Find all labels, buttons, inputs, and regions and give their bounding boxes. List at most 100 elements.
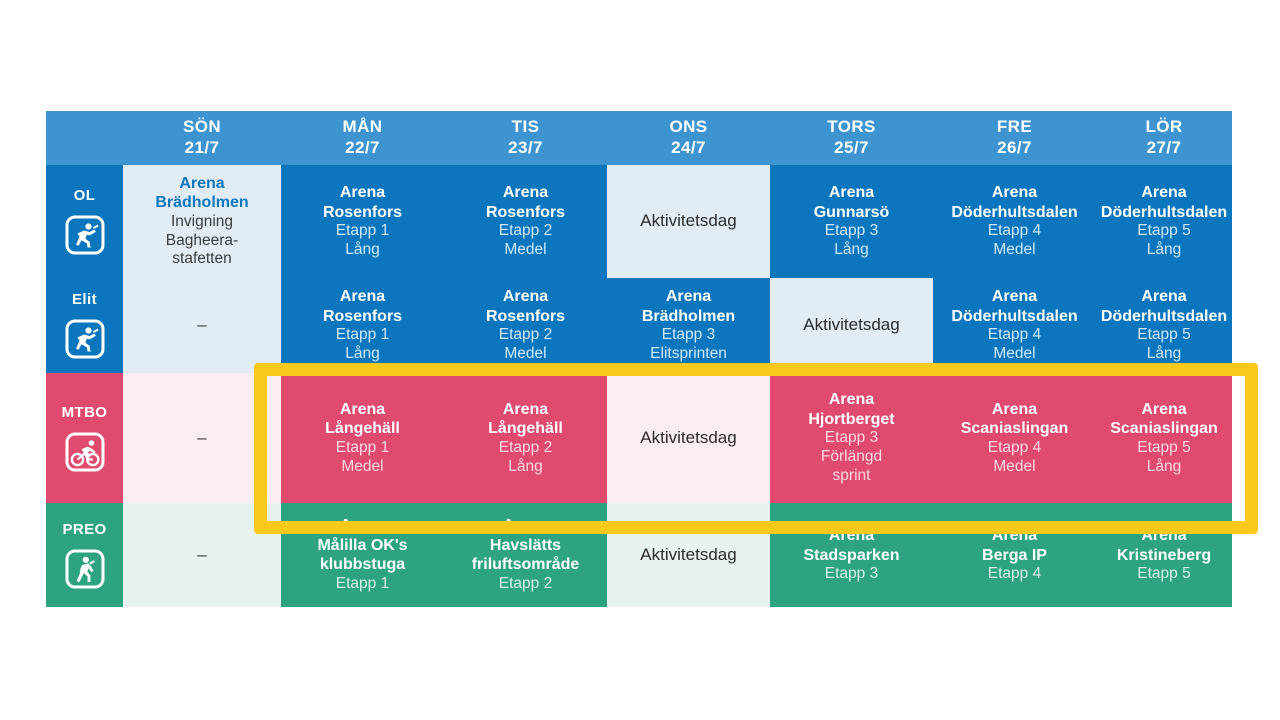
venue-line: Scaniaslingan [960, 420, 1069, 438]
header-date: 25/7 [834, 138, 869, 157]
sport-label-ol: OL [46, 165, 123, 278]
sport-label-mtbo: MTBO [46, 373, 123, 503]
stage-line: Etapp 5 [1137, 222, 1191, 240]
venue-line: Arena [991, 527, 1038, 545]
stage-line: Etapp 3 [661, 326, 716, 344]
discipline-line: Förlängd [820, 448, 883, 466]
venue-line: Arena [828, 391, 875, 409]
no-event-dash: – [197, 315, 207, 335]
discipline-line: sprint [832, 466, 871, 484]
schedule-cell[interactable]: Aktivitetsdag [607, 165, 770, 278]
venue-line: Arena [339, 184, 386, 202]
stage-line: Etapp 1 [335, 438, 390, 456]
discipline-line: Lång [1146, 457, 1182, 475]
header-day: TIS [511, 117, 540, 137]
venue-line: Arena [1141, 400, 1187, 418]
venue-line: Kristineberg [1116, 546, 1212, 564]
stage-line: Etapp 2 [498, 222, 553, 240]
venue-line: Arena [179, 174, 225, 192]
stage-line: Etapp 5 [1137, 438, 1191, 456]
discipline-line: Lång [508, 457, 543, 475]
schedule-cell[interactable]: – [123, 278, 281, 373]
schedule-cell[interactable]: Aktivitetsdag [770, 278, 933, 373]
activity-label: Aktivitetsdag [640, 427, 737, 447]
venue-line: Arena [828, 184, 875, 202]
venue-line: klubbstuga [319, 556, 406, 574]
stage-line: Etapp 2 [498, 438, 553, 456]
venue-line: Arena [502, 184, 549, 202]
discipline-line: Medel [993, 345, 1036, 363]
sport-name: MTBO [61, 403, 108, 421]
no-event-dash: – [197, 427, 207, 447]
venue-line: Brädholmen [155, 194, 249, 212]
discipline-line: Medel [504, 241, 547, 259]
stage-line: Etapp 1 [335, 222, 390, 240]
venue-line: Döderhultsdalen [1100, 203, 1228, 221]
venue-line: Scaniaslingan [1110, 420, 1218, 438]
schedule-cell[interactable]: – [123, 373, 281, 503]
venue-line: Berga IP [982, 546, 1047, 564]
stage-line: Etapp 1 [335, 574, 390, 592]
venue-line: Rosenfors [485, 307, 566, 325]
schedule-cell[interactable]: Aktivitetsdag [607, 373, 770, 503]
venue-line: Arena [339, 400, 386, 418]
venue-line: Gunnarsö [813, 203, 890, 221]
venue-line: Långehäll [488, 420, 563, 438]
venue-line: Döderhultsdalen [951, 203, 1078, 221]
stage-line: Etapp 4 [987, 565, 1042, 583]
header-day: SÖN [182, 117, 222, 137]
header-day: FRE [996, 117, 1033, 137]
header-date: 23/7 [508, 138, 543, 157]
discipline-line: Medel [993, 457, 1036, 475]
discipline-line: Medel [504, 345, 547, 363]
venue-line: Arena [1141, 527, 1187, 545]
stage-line: Etapp 4 [987, 326, 1042, 344]
schedule-cell[interactable]: Aktivitetsdag [607, 503, 770, 607]
stage-line: Etapp 3 [824, 429, 879, 447]
stage-line: Etapp 2 [498, 326, 553, 344]
no-event-dash: – [197, 544, 207, 564]
discipline-line: Lång [1146, 345, 1182, 363]
venue-line: Arena [665, 288, 712, 306]
venue-line: Arena [1141, 184, 1187, 202]
header-day: ONS [669, 117, 708, 137]
runner-icon [64, 318, 106, 360]
header-date: 26/7 [997, 138, 1032, 157]
stage-line: Etapp 3 [824, 565, 879, 583]
venue-line: Hjortberget [808, 410, 895, 428]
venue-line: Arena [339, 288, 386, 306]
header-date: 22/7 [345, 138, 380, 157]
schedule-cell[interactable]: – [123, 503, 281, 607]
venue-line: Döderhultsdalen [951, 307, 1078, 325]
sport-name: OL [73, 187, 96, 204]
venue-line: Arena [1141, 288, 1187, 306]
runner-icon [64, 214, 106, 256]
header-date: 27/7 [1146, 138, 1182, 157]
